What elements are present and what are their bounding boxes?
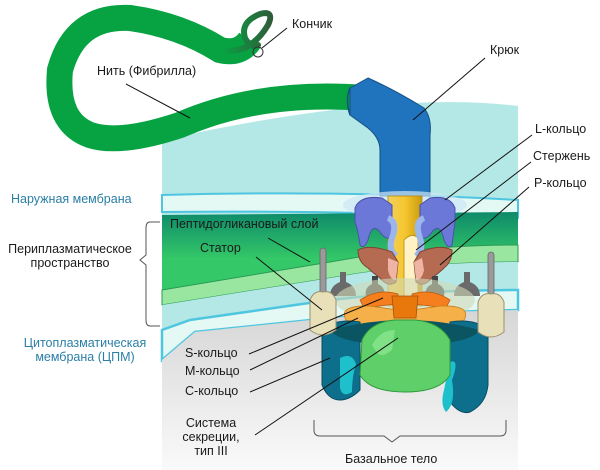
p-ring-left [357,246,399,285]
label-p-ring: P-кольцо [534,176,587,190]
l-ring-right [419,197,456,248]
label-s-ring: S-кольцо [185,346,238,360]
label-hook: Крюк [490,43,520,57]
periplasm-brace [139,221,160,327]
label-filament: Нить (Фибрилла) [97,64,197,78]
label-stator: Статор [200,241,241,255]
export-apparatus [359,319,451,393]
label-cytoplasmic-membrane-line2: мембрана (ЦПМ) [35,350,135,364]
label-l-ring: L-кольцо [535,122,587,136]
label-secretion-line1: Система [185,416,237,430]
label-m-ring: M-кольцо [185,364,240,378]
p-ring-inner-left [388,258,398,280]
hook [349,77,431,197]
filament-tip [219,10,274,54]
label-peptidoglycan: Пептидогликановый слой [170,217,319,231]
label-secretion-system: Система секреции, тип III [176,416,246,458]
label-periplasmic-space-line1: Периплазматическое [8,242,132,256]
leader-lines [125,27,533,436]
label-tip: Кончик [292,17,333,31]
p-ring-inner-right [414,258,424,280]
label-periplasmic-space: Периплазматическое пространство [0,242,140,270]
hook-rim [346,87,351,116]
p-ring-right [413,246,453,285]
stator-right [477,251,505,338]
label-outer-membrane: Наружная мембрана [11,192,132,206]
label-cytoplasmic-membrane: Цитоплазматическая мембрана (ЦПМ) [10,336,160,364]
label-cytoplasmic-membrane-line1: Цитоплазматическая [23,336,147,350]
basal-body-brace [313,420,507,443]
label-rod: Стержень [533,149,591,163]
rod-collar [391,295,419,319]
label-secretion-line3: тип III [194,444,228,458]
label-c-ring: C-кольцо [185,384,239,398]
label-periplasmic-space-line2: пространство [30,256,110,270]
export-apparatus-highlight [372,330,395,355]
label-basal-body: Базальное тело [345,452,438,466]
filament [46,4,366,152]
label-secretion-line2: секреции, [182,430,240,444]
tip-marker [252,46,264,58]
c-ring-inner [340,356,456,412]
l-ring-left [354,197,393,248]
stator-left [309,247,337,336]
